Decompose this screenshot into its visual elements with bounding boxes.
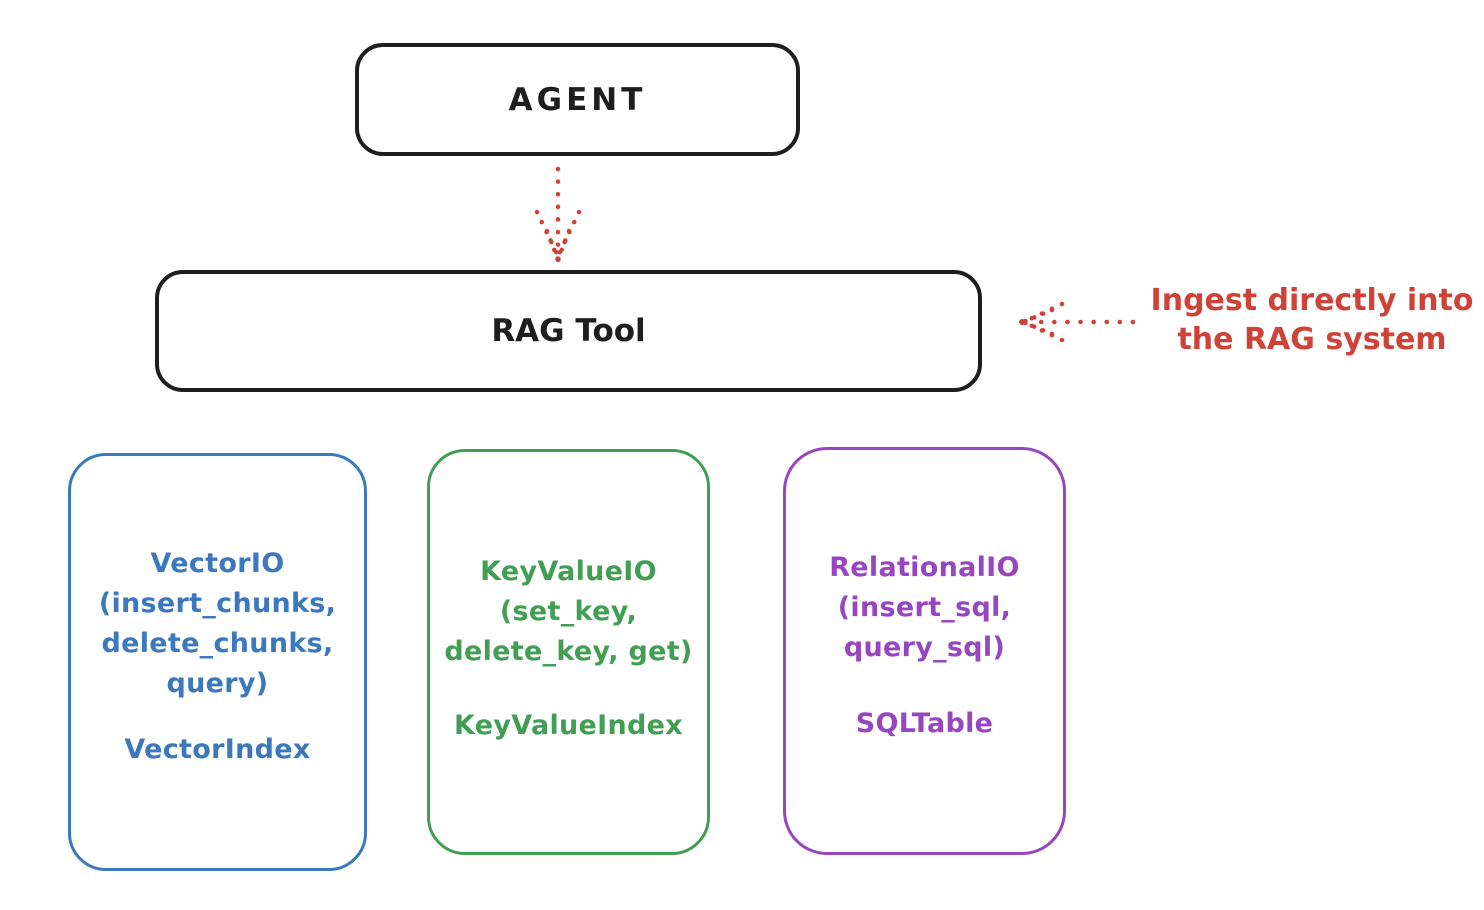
rag-tool-box: RAG Tool (155, 270, 982, 392)
vector-io-box: VectorIO (insert_chunks, delete_chunks, … (68, 453, 367, 871)
vector-io-body: VectorIO (insert_chunks, delete_chunks, … (98, 548, 337, 699)
relational-io-box: RelationalIO (insert_sql, query_sql) SQL… (783, 447, 1066, 855)
dotted-arrow-down-icon (534, 166, 582, 263)
keyvalue-io-body: KeyValueIO (set_key, delete_key, get) (444, 556, 693, 667)
keyvalue-io-footer: KeyValueIndex (453, 709, 683, 741)
agent-label: AGENT (508, 81, 647, 118)
agent-box: AGENT (355, 43, 800, 156)
rag-tool-label: RAG Tool (491, 313, 646, 349)
relational-io-body: RelationalIO (insert_sql, query_sql) (829, 552, 1020, 663)
keyvalue-io-box: KeyValueIO (set_key, delete_key, get) Ke… (427, 449, 710, 855)
dotted-arrow-left-icon (1019, 301, 1136, 343)
vector-io-footer: VectorIndex (124, 733, 311, 765)
relational-io-footer: SQLTable (855, 707, 994, 739)
annotation-ingest-note: Ingest directly into the RAG system (1150, 283, 1474, 357)
